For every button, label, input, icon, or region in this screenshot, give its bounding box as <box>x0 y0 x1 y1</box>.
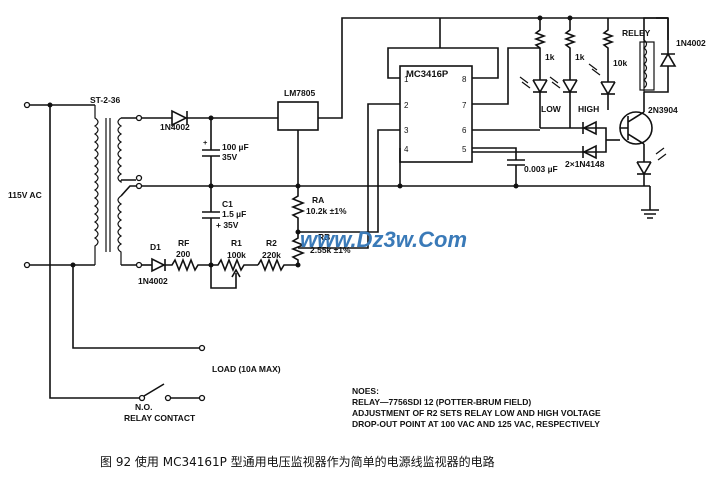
notes-line-2: ADJUSTMENT OF R2 SETS RELAY LOW AND HIGH… <box>352 408 601 418</box>
diode-d1 <box>151 257 166 273</box>
svg-text:2: 2 <box>404 101 409 110</box>
svg-text:7: 7 <box>462 101 467 110</box>
relay-contact-label: RELAY CONTACT <box>124 413 196 423</box>
relay-diode-label: 1N4002 <box>676 38 706 48</box>
wire-to-pin3 <box>298 129 400 233</box>
relay-label: RELEY <box>622 28 651 38</box>
diode-top-label: 1N4002 <box>160 122 190 132</box>
d1-label: D1 <box>150 242 161 252</box>
sec-terminal-1 <box>135 114 143 122</box>
capacitor-1-5uf <box>202 211 220 219</box>
input-label: 115V AC <box>8 190 42 200</box>
transformer-secondary-bottom <box>117 195 123 265</box>
transformer-secondary-top <box>117 117 123 184</box>
relay-coil <box>643 38 648 92</box>
transistor-label: 2N3904 <box>648 105 678 115</box>
notes-title: NOES: <box>352 386 379 396</box>
c2-value: 1.5 µF <box>222 209 246 219</box>
c2-voltage: + 35V <box>216 220 239 230</box>
svg-text:+: + <box>203 138 208 147</box>
rf-value: 200 <box>176 249 190 259</box>
ra-label: RA <box>312 195 324 205</box>
diode-top-1n4002 <box>171 109 188 127</box>
wire-pin7 <box>472 47 540 105</box>
d1-part: 1N4002 <box>138 276 168 286</box>
led-low <box>532 79 548 94</box>
resistor-ra <box>290 186 306 232</box>
svg-text:3: 3 <box>404 126 409 135</box>
diode-1n4148-a <box>582 120 597 136</box>
led-high <box>562 79 578 94</box>
svg-text:8: 8 <box>462 75 467 84</box>
load-terminal <box>198 344 206 352</box>
r1-label: R1 <box>231 238 242 248</box>
regulator-label: LM7805 <box>284 88 315 98</box>
input-terminal-top <box>23 101 31 109</box>
r1k-low-label: 1k <box>545 52 555 62</box>
resistor-rb <box>290 232 306 265</box>
resistor-1k-low <box>533 18 547 80</box>
r10k-label: 10k <box>613 58 627 68</box>
led-high-label: HIGH <box>578 104 599 114</box>
wire-to-pin2 <box>298 103 400 249</box>
resistor-10k <box>601 18 615 82</box>
r1k-high-label: 1k <box>575 52 585 62</box>
svg-text:4: 4 <box>404 145 409 154</box>
diode-relay <box>659 52 677 67</box>
r2-value: 220k <box>262 250 281 260</box>
wire-pin1-pin8 <box>387 47 499 79</box>
wire-load <box>72 265 200 349</box>
wire-r1-wiper <box>210 265 237 289</box>
transformer-label: ST-2-36 <box>90 95 121 105</box>
regulator-lm7805 <box>277 101 319 131</box>
svg-text:6: 6 <box>462 126 467 135</box>
transformer-primary-coil <box>93 105 99 265</box>
rb-value: 2.55k ±1% <box>310 245 351 255</box>
led-low-label: LOW <box>541 104 562 114</box>
notes-line-1: RELAY—7756SDI 12 (POTTER-BRUM FIELD) <box>352 397 531 407</box>
diode-1n4148-b <box>582 144 597 160</box>
resistor-rf <box>165 257 211 273</box>
wire-5v-rail <box>318 17 668 119</box>
input-terminal-bottom <box>23 261 31 269</box>
sec-terminal-4 <box>135 261 143 269</box>
capacitor-timing <box>507 159 525 166</box>
svg-text:1: 1 <box>404 75 409 84</box>
led-base <box>600 81 616 96</box>
led-emitter <box>636 161 652 176</box>
relay-switch <box>143 383 165 397</box>
capacitor-100uf <box>202 149 220 157</box>
wire-pin5 <box>472 147 517 160</box>
r2-label: R2 <box>266 238 277 248</box>
timing-cap-label: 0.003 µF <box>524 164 558 174</box>
rf-label: RF <box>178 238 189 248</box>
notes-line-3: DROP-OUT POINT AT 100 VAC AND 125 VAC, R… <box>352 419 600 429</box>
wire-secondary-taps <box>120 117 136 266</box>
ic-label: MC3416P <box>406 69 449 80</box>
c1-voltage: 35V <box>222 152 237 162</box>
resistor-1k-high <box>563 18 577 80</box>
watermark: www.Dz3w.Com <box>300 227 467 252</box>
diodes-label: 2×1N4148 <box>565 159 605 169</box>
wire-relay-contact <box>49 105 140 399</box>
transformer-core <box>105 118 111 252</box>
figure-caption: 图 92 使用 MC34161P 型通用电压监视器作为简单的电源线监视器的电路 <box>100 454 495 469</box>
rb-label: RB <box>318 232 330 242</box>
c1-label: 100 µF <box>222 142 249 152</box>
resistor-r1 <box>211 257 258 273</box>
r1-value: 100k <box>227 250 246 260</box>
ic-mc3416p <box>399 65 473 163</box>
svg-text:5: 5 <box>462 145 467 154</box>
no-label: N.O. <box>135 402 152 412</box>
sec-terminal-2 <box>135 174 143 182</box>
load-label: LOAD (10A MAX) <box>212 364 281 374</box>
c2-label: C1 <box>222 199 233 209</box>
ra-value: 10.2k ±1% <box>306 206 347 216</box>
sec-terminal-3 <box>135 182 143 190</box>
ground-symbol <box>641 209 659 219</box>
resistor-r2 <box>257 257 298 273</box>
